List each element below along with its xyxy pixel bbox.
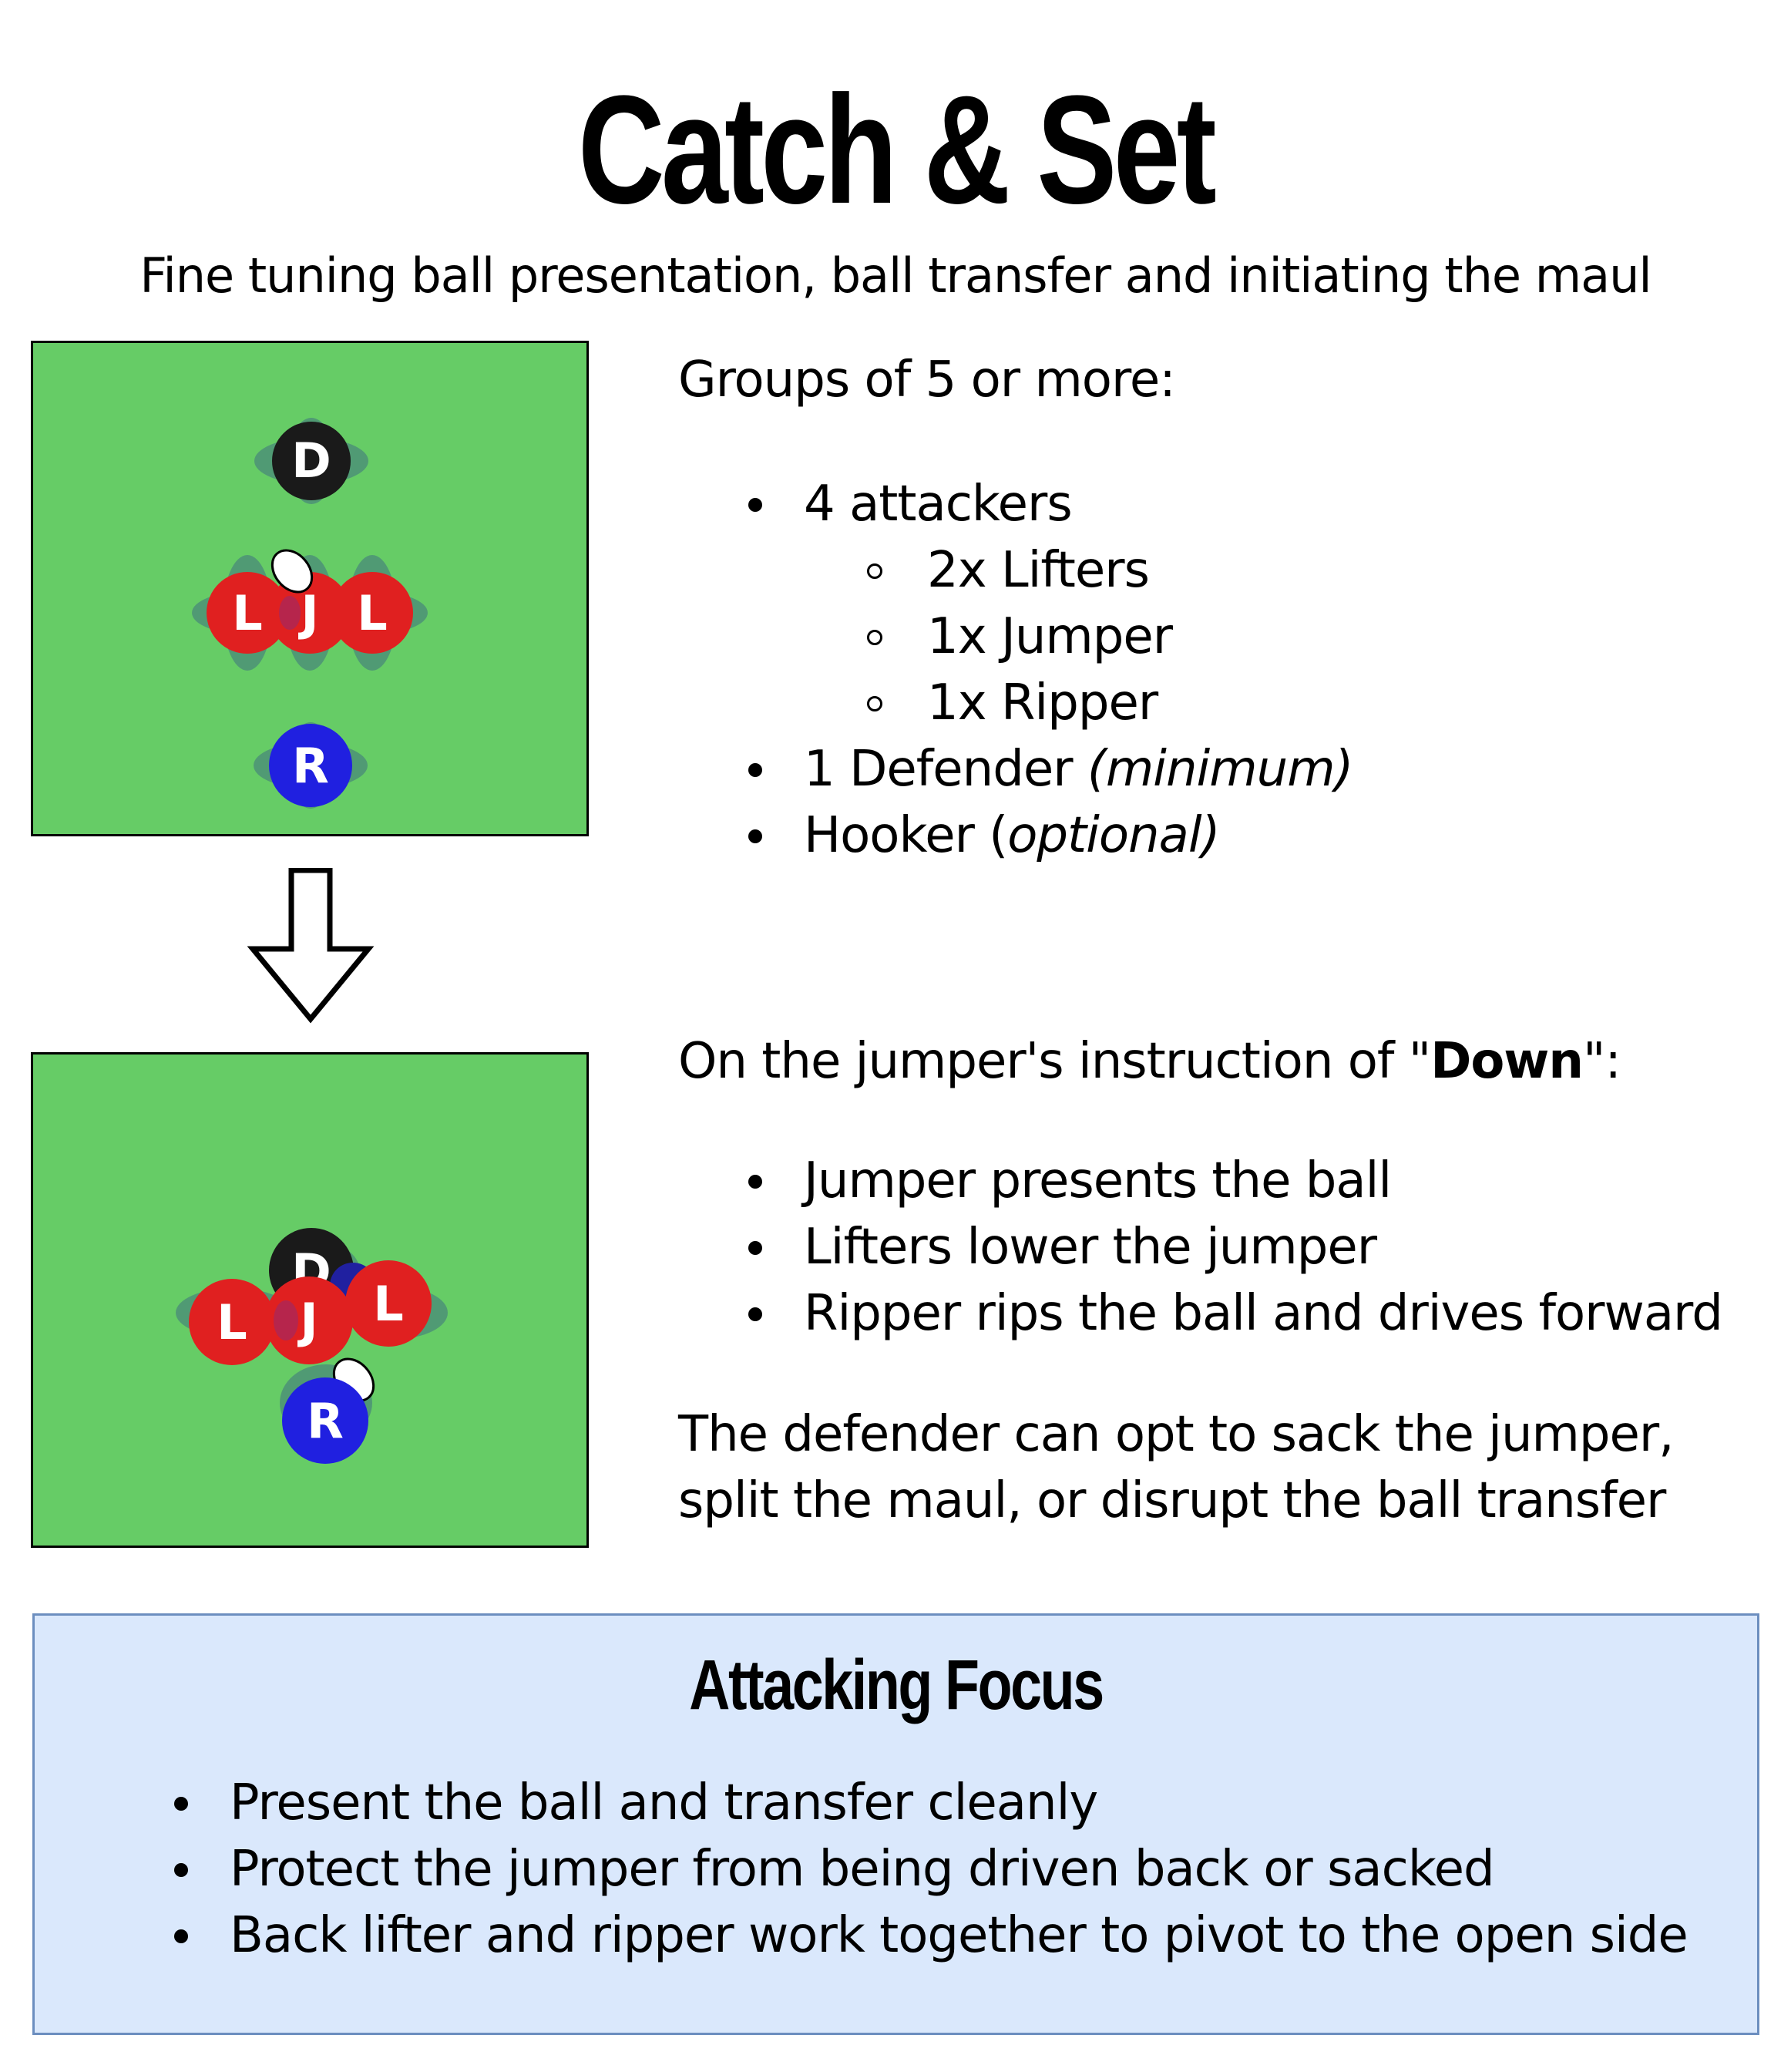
player-lifter-left: L — [192, 555, 303, 671]
page-title: Catch & Set — [577, 64, 1217, 236]
ball-icon — [270, 549, 314, 594]
setup-intro-text: Groups of 5 or more: — [678, 352, 1176, 409]
list-item: Back lifter and ripper work together to … — [174, 1902, 1689, 1969]
list-item: 1 Defender (minimum) — [748, 736, 1353, 802]
player-defender: D — [254, 418, 368, 504]
defender-options: The defender can opt to sack the jumper,… — [678, 1406, 1674, 1529]
list-item: Hooker (optional) — [748, 802, 1353, 869]
setup-diagram-svg: D L L J R — [192, 418, 428, 809]
player-label: J — [297, 1293, 318, 1349]
list-item: Lifters lower the jumper — [748, 1214, 1722, 1280]
setup-list: 4 attackers 2x Lifters 1x Jumper 1x Ripp… — [748, 471, 1353, 869]
list-item: 4 attackers — [748, 471, 1353, 537]
player-label: R — [292, 738, 329, 794]
list-item: 1x Ripper — [804, 670, 1353, 736]
instruction-intro: On the jumper's instruction of "Down": — [678, 1033, 1621, 1090]
attacking-focus-panel: Attacking Focus Present the ball and tra… — [32, 1613, 1759, 2035]
list-item: Jumper presents the ball — [748, 1148, 1722, 1214]
page-subtitle: Fine tuning ball presentation, ball tran… — [139, 247, 1652, 304]
list-item: Protect the jumper from being driven bac… — [174, 1836, 1688, 1902]
down-arrow-icon — [247, 868, 375, 1024]
list-item: 2x Lifters — [804, 537, 1353, 604]
player-lifter-right: L — [345, 1260, 432, 1347]
player-label: D — [291, 432, 331, 489]
list-item: Ripper rips the ball and drives forward — [748, 1280, 1723, 1347]
player-label: L — [357, 585, 388, 641]
player-label: J — [297, 585, 318, 641]
field-diagram-down: D R L L J — [31, 1052, 589, 1548]
focus-title: Attacking Focus — [689, 1646, 1104, 1724]
player-lifter-right: L — [317, 555, 428, 671]
player-label: L — [373, 1276, 404, 1332]
player-label: L — [232, 585, 263, 641]
player-ripper: R — [282, 1377, 368, 1464]
instruction-keyword: Down — [1430, 1033, 1584, 1090]
player-ripper: R — [254, 722, 368, 809]
player-lifter-left: L — [189, 1279, 275, 1365]
field-diagram-setup: D L L J R — [31, 341, 589, 836]
down-diagram-svg: D R L L J — [176, 1228, 448, 1464]
player-label: L — [217, 1294, 247, 1350]
player-jumper: J — [265, 1276, 353, 1364]
focus-list: Present the ball and transfer cleanly Pr… — [174, 1770, 1689, 1969]
player-label: R — [307, 1393, 344, 1449]
list-item: Present the ball and transfer cleanly — [174, 1770, 1688, 1836]
list-item: 1x Jumper — [804, 604, 1353, 670]
instruction-list: Jumper presents the ball Lifters lower t… — [748, 1148, 1723, 1347]
setup-intro: Groups of 5 or more: — [678, 347, 1176, 413]
